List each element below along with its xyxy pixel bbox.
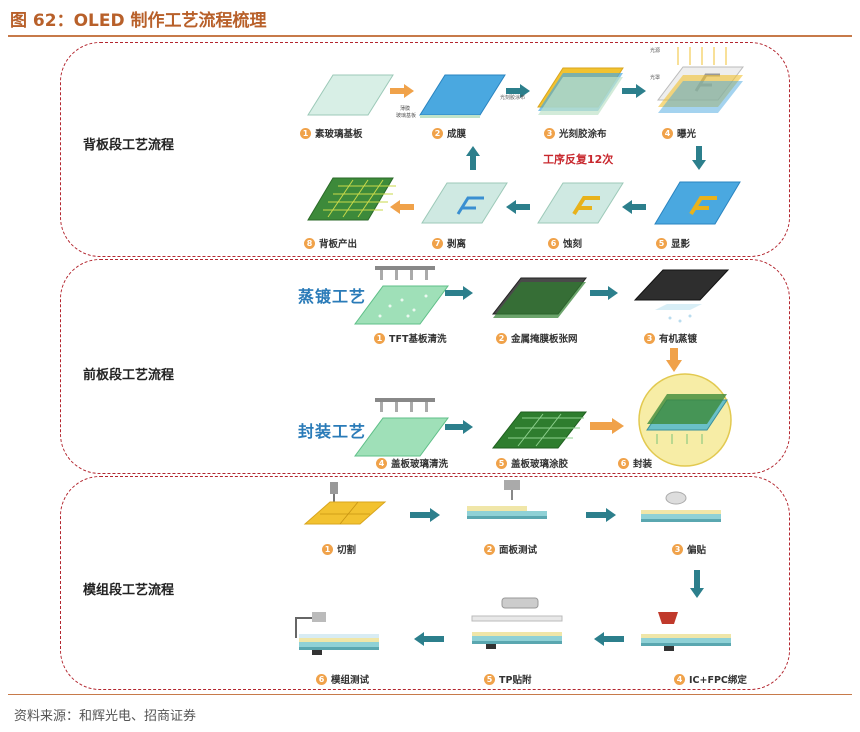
arrow-7-6	[506, 200, 530, 214]
ic-fpc-bond-illus	[641, 612, 731, 651]
arrow-6-5	[622, 200, 646, 214]
metal-mask-illus	[491, 277, 588, 318]
exposure-illus	[656, 47, 745, 113]
develop-illus	[654, 181, 741, 225]
evaporation-title: 蒸镀工艺	[298, 287, 367, 306]
tiny-light: 光源	[650, 48, 661, 54]
tiny-mask: 光罩	[650, 75, 661, 81]
arrow-2-3	[506, 84, 530, 98]
cover-glue-illus	[491, 411, 588, 449]
backplane-label: 背板段工艺流程	[83, 138, 175, 153]
photoresist-illus	[537, 67, 624, 115]
title-divider	[8, 35, 852, 37]
arrow-7-2	[466, 146, 480, 170]
frontplane-label: 前板段工艺流程	[83, 368, 175, 383]
tp-attach-illus	[471, 597, 563, 649]
backplane-panel: 背板段工艺流程	[60, 42, 790, 257]
arrow-1-2	[390, 84, 414, 98]
source-note: 资料来源：和辉光电、招商证券	[14, 709, 197, 724]
arrow-fp-1-2	[445, 286, 473, 300]
figure-title: 图 62：OLED 制作工艺流程梳理	[10, 11, 267, 31]
arrow-fp-4-5	[445, 420, 473, 434]
backplane-output-illus	[307, 177, 396, 221]
panel-test-illus	[467, 480, 547, 519]
glass-substrate-illus	[307, 74, 394, 116]
frontplane-panel: 前板段工艺流程	[60, 259, 790, 474]
arrow-fp-5-6	[590, 418, 624, 434]
module-panel: 模组段工艺流程	[60, 476, 790, 690]
encapsulation-title: 封装工艺	[298, 422, 367, 441]
arrow-8-7	[390, 200, 414, 214]
repeat-note: 工序反复12次	[543, 153, 614, 166]
arrow-4-5	[692, 146, 706, 170]
arrow-m-1-2	[410, 508, 440, 522]
cover-clean-illus	[354, 398, 449, 457]
arrow-fp-3-6	[666, 348, 682, 372]
encapsulation-illus	[638, 373, 732, 467]
tiny-film: 薄膜	[400, 106, 411, 112]
polarizer-illus	[641, 491, 721, 522]
arrow-m-3-4	[690, 570, 704, 598]
module-label: 模组段工艺流程	[83, 583, 175, 598]
footer-divider	[8, 694, 852, 695]
arrow-fp-2-3	[590, 286, 618, 300]
arrow-3-4	[622, 84, 646, 98]
arrow-m-2-3	[586, 508, 616, 522]
arrow-m-5-6	[414, 632, 444, 646]
etch-illus	[537, 182, 624, 224]
module-test-illus	[295, 612, 379, 655]
film-deposition-illus	[419, 74, 506, 118]
tft-clean-illus	[354, 266, 449, 325]
organic-evap-illus	[633, 269, 730, 323]
arrow-m-4-5	[594, 632, 624, 646]
tiny-glass: 玻璃基板	[396, 113, 417, 119]
strip-illus	[421, 182, 508, 224]
cut-illus	[303, 482, 387, 525]
tiny-photoresist: 光刻胶涂布	[500, 95, 526, 101]
